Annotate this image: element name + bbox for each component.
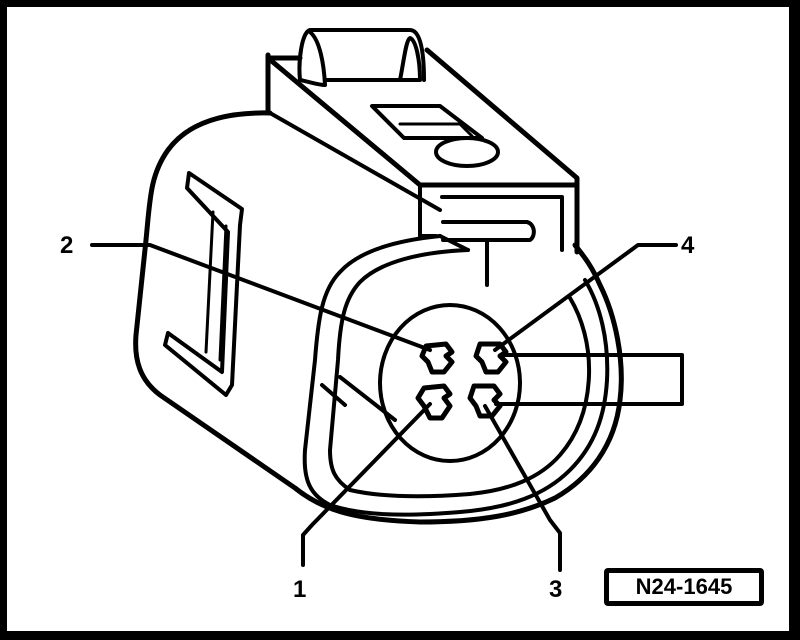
callout-label-3: 3 [549, 576, 563, 603]
callout-label-4: 4 [681, 232, 695, 259]
bracket-3-4 [494, 353, 684, 406]
leader-line-2 [90, 243, 432, 352]
pin-3-terminal [467, 383, 503, 419]
pin-1-terminal [415, 383, 453, 421]
pin-face [378, 303, 522, 463]
pin-2-terminal [419, 341, 455, 375]
reference-code: N24-1645 [635, 574, 733, 599]
leader-line-3 [483, 404, 562, 572]
leader-lines [90, 243, 684, 572]
locking-tab [265, 28, 580, 287]
callout-label-1: 1 [293, 576, 307, 603]
reference-code-box: N24-1645 [604, 568, 764, 606]
leader-line-1 [301, 402, 432, 567]
callout-label-2: 2 [60, 232, 74, 259]
pin-4-terminal [473, 341, 509, 375]
leader-line-4 [493, 243, 678, 352]
connector-housing [133, 110, 624, 525]
